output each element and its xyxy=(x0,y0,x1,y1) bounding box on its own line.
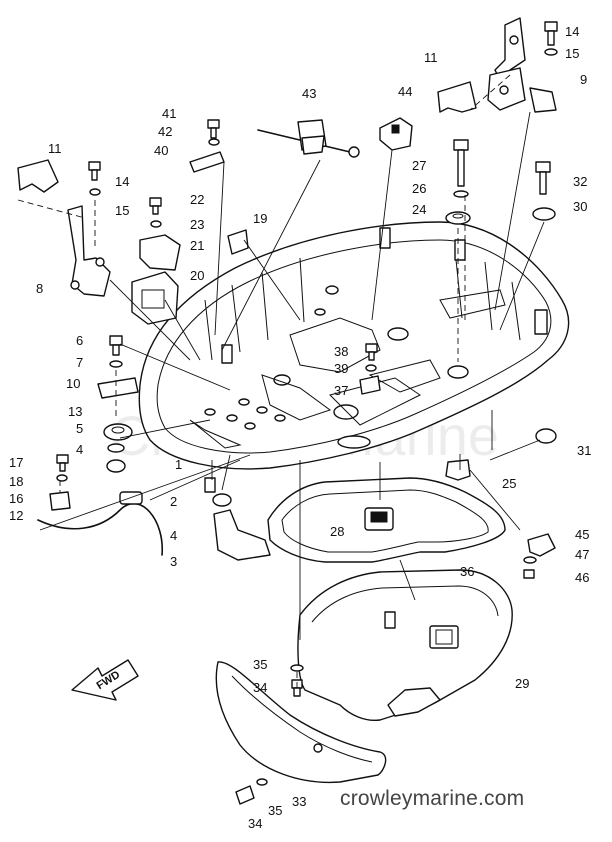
callout-label: 47 xyxy=(575,547,589,562)
bottom-cowling xyxy=(138,221,570,470)
callout-label: 32 xyxy=(573,174,587,189)
callout-label: 12 xyxy=(9,508,23,523)
callout-label: 30 xyxy=(573,199,587,214)
callout-label: 15 xyxy=(565,46,579,61)
callout-label: 16 xyxy=(9,491,23,506)
callout-label: 42 xyxy=(158,124,172,139)
callout-label: 10 xyxy=(66,376,80,391)
site-url-text: crowleymarine.com xyxy=(340,787,525,810)
callout-label: 7 xyxy=(76,355,83,370)
callout-label: 43 xyxy=(302,86,316,101)
callout-label: 40 xyxy=(154,143,168,158)
callout-label: 20 xyxy=(190,268,204,283)
callout-label: 36 xyxy=(460,564,474,579)
callout-label: 24 xyxy=(412,202,426,217)
callout-label: 14 xyxy=(115,174,129,189)
callout-label: 18 xyxy=(9,474,23,489)
leader-lines xyxy=(17,74,545,690)
callout-label: 17 xyxy=(9,455,23,470)
callout-label: 44 xyxy=(398,84,412,99)
callout-label: 41 xyxy=(162,106,176,121)
callout-label: 4 xyxy=(76,442,83,457)
callout-label: 5 xyxy=(76,421,83,436)
callout-labels: 14 15 11 9 43 44 41 42 40 11 14 15 27 26… xyxy=(9,24,591,831)
callout-label: 38 xyxy=(334,344,348,359)
forward-arrow-icon: FWD xyxy=(71,659,139,701)
callout-label: 29 xyxy=(515,676,529,691)
callout-label: 22 xyxy=(190,192,204,207)
callout-label: 11 xyxy=(48,141,62,156)
callout-label: 21 xyxy=(190,238,204,253)
callout-label: 37 xyxy=(334,383,348,398)
callout-label: 23 xyxy=(190,217,204,232)
callout-label: 34 xyxy=(248,816,262,831)
callout-label: 1 xyxy=(175,457,182,472)
callout-label: 35 xyxy=(268,803,282,818)
callout-label: 34 xyxy=(253,680,267,695)
callout-label: 45 xyxy=(575,527,589,542)
small-parts xyxy=(17,17,558,805)
callout-label: 31 xyxy=(577,443,591,458)
callout-label: 27 xyxy=(412,158,426,173)
callout-label: 14 xyxy=(565,24,579,39)
callout-label: 33 xyxy=(292,794,306,809)
callout-label: 25 xyxy=(502,476,516,491)
callout-label: 9 xyxy=(580,72,587,87)
side-panels xyxy=(215,477,513,784)
callout-label: 6 xyxy=(76,333,83,348)
callout-label: 13 xyxy=(68,404,82,419)
callout-label: 39 xyxy=(334,361,348,376)
callout-label: 46 xyxy=(575,570,589,585)
callout-label: 26 xyxy=(412,181,426,196)
callout-label: 2 xyxy=(170,494,177,509)
callout-label: 4 xyxy=(170,528,177,543)
callout-label: 19 xyxy=(253,211,267,226)
callout-label: 15 xyxy=(115,203,129,218)
callout-label: 3 xyxy=(170,554,177,569)
callout-label: 8 xyxy=(36,281,43,296)
callout-label: 35 xyxy=(253,657,267,672)
callout-label: 28 xyxy=(330,524,344,539)
callout-label: 11 xyxy=(424,50,438,65)
